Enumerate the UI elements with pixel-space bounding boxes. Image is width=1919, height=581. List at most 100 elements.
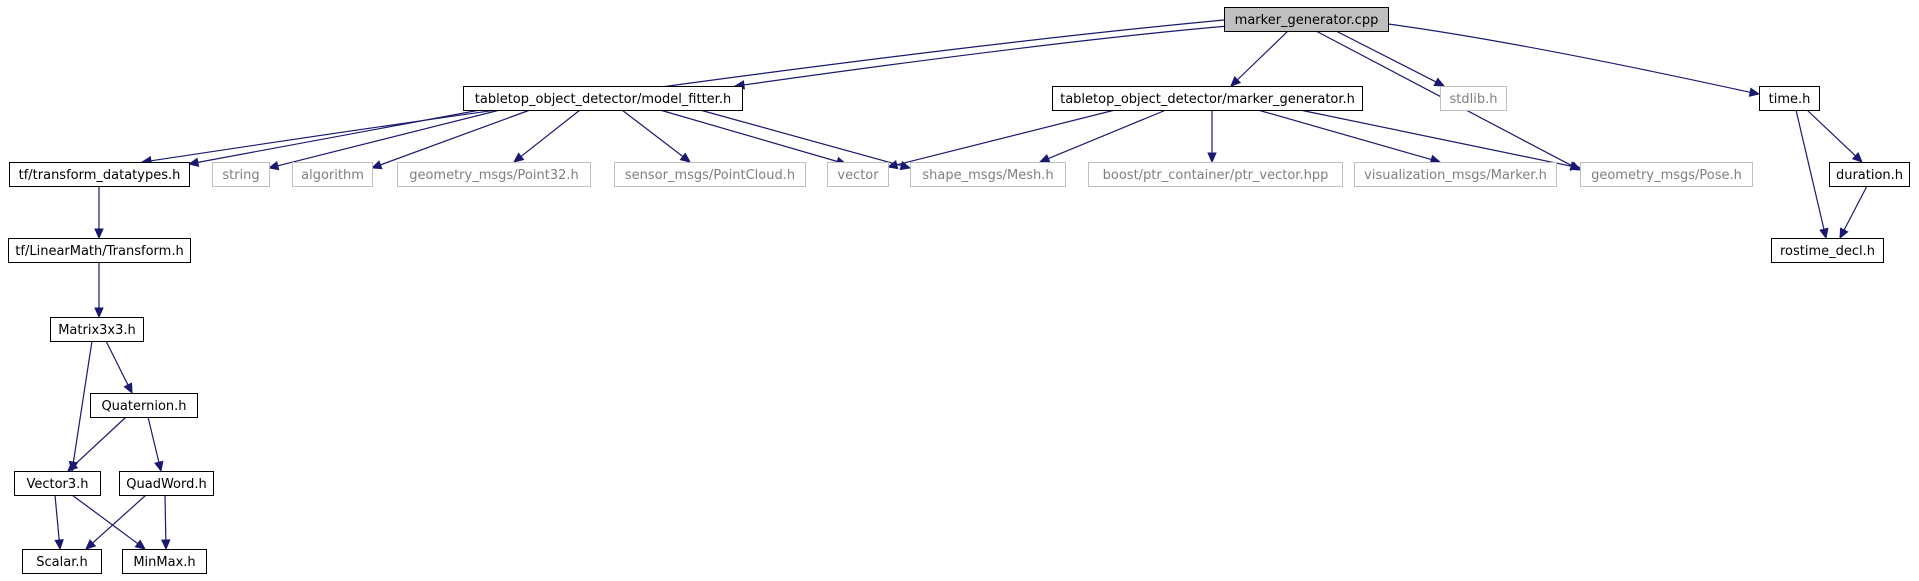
edge-duration-to-rostime_decl [1839, 185, 1868, 240]
edge-linearmath-to-matrix3x3 [94, 262, 104, 319]
node-matrix3x3[interactable]: Matrix3x3.h [50, 317, 144, 342]
node-label: visualization_msgs/Marker.h [1364, 168, 1547, 183]
arrowhead-icon [1851, 152, 1863, 163]
node-label: marker_generator.cpp [1235, 13, 1379, 28]
arrowhead-icon [886, 160, 899, 170]
node-label: shape_msgs/Mesh.h [922, 168, 1053, 183]
edge-root-to-stdlib [1335, 30, 1446, 87]
arrowhead-icon [187, 157, 200, 167]
arrowhead-icon [161, 539, 171, 551]
arrowhead-icon [1819, 227, 1829, 240]
node-point32[interactable]: geometry_msgs/Point32.h [397, 162, 591, 187]
edge-vector3-to-minmax [71, 494, 146, 550]
node-label: stdlib.h [1450, 92, 1498, 107]
node-label: geometry_msgs/Point32.h [409, 168, 579, 183]
arrowhead-icon [134, 539, 146, 550]
node-label: rostime_decl.h [1780, 244, 1875, 259]
edge-root-to-marker_gen_h [1230, 30, 1289, 87]
node-marker-gen-h[interactable]: tabletop_object_detector/marker_generato… [1052, 86, 1363, 111]
arrowhead-icon [267, 161, 280, 171]
dependency-edges [54, 19, 1868, 551]
node-algorithm[interactable]: algorithm [292, 162, 373, 187]
arrowhead-icon [1433, 77, 1446, 87]
node-mesh[interactable]: shape_msgs/Mesh.h [910, 162, 1066, 187]
node-model-fitter[interactable]: tabletop_object_detector/model_fitter.h [463, 86, 743, 111]
edge-model_fitter-to-pointcloud [621, 109, 691, 163]
edge-quaternion-to-vector3 [67, 416, 127, 472]
edge-root-to-time_h [1387, 23, 1761, 97]
dependency-nodes: marker_generator.cpp tabletop_object_dete… [8, 7, 1910, 574]
node-label: Matrix3x3.h [58, 323, 136, 338]
edge-model_fitter-to-vector [659, 109, 848, 166]
edge-tf_transform-to-linearmath [94, 186, 104, 240]
node-tf-transform[interactable]: tf/transform_datatypes.h [9, 162, 190, 187]
arrowhead-icon [67, 461, 79, 472]
arrowhead-icon [1839, 227, 1849, 240]
node-time-h[interactable]: time.h [1759, 86, 1820, 111]
arrowhead-icon [85, 539, 97, 550]
edge-root-to-model_fitter [733, 25, 1229, 90]
arrowhead-icon [154, 460, 164, 473]
node-label: tf/transform_datatypes.h [19, 168, 181, 183]
node-label: Quaternion.h [101, 399, 186, 414]
node-label: MinMax.h [133, 555, 195, 570]
edge-marker_gen_h-to-marker [1257, 109, 1442, 164]
edge-marker_gen_h-to-ptr_vector [1207, 110, 1217, 164]
node-label: geometry_msgs/Pose.h [1591, 168, 1742, 183]
node-linearmath[interactable]: tf/LinearMath/Transform.h [8, 238, 191, 263]
node-root[interactable]: marker_generator.cpp [1224, 7, 1389, 32]
edge-matrix3x3-to-quaternion [105, 340, 133, 395]
node-minmax[interactable]: MinMax.h [122, 549, 207, 574]
arrowhead-icon [1207, 152, 1217, 164]
arrowhead-icon [1748, 87, 1761, 97]
edge-quaternion-to-quadword [147, 416, 164, 473]
arrowhead-icon [370, 160, 383, 170]
edge-time_h-to-rostime_decl [1795, 109, 1829, 240]
arrowhead-icon [513, 152, 525, 163]
node-label: tf/LinearMath/Transform.h [15, 244, 183, 259]
node-vector[interactable]: vector [827, 162, 889, 187]
node-duration[interactable]: duration.h [1829, 162, 1910, 187]
node-label: QuadWord.h [126, 477, 206, 492]
node-label: tabletop_object_detector/model_fitter.h [475, 92, 731, 107]
node-label: string [222, 168, 259, 183]
node-label: tabletop_object_detector/marker_generato… [1060, 92, 1355, 107]
arrowhead-icon [679, 152, 691, 163]
node-ptr-vector[interactable]: boost/ptr_container/ptr_vector.hpp [1088, 162, 1343, 187]
node-pointcloud[interactable]: sensor_msgs/PointCloud.h [614, 162, 806, 187]
edge-model_fitter-to-string [267, 109, 501, 171]
edge-model_fitter-to-point32 [513, 109, 581, 163]
node-stdlib[interactable]: stdlib.h [1440, 86, 1507, 111]
arrowhead-icon [1038, 153, 1051, 163]
edge-vector3-to-scalar [54, 494, 64, 551]
edge-time_h-to-duration [1806, 109, 1863, 163]
node-label: sensor_msgs/PointCloud.h [625, 168, 795, 183]
edge-model_fitter-to-mesh [699, 109, 912, 171]
node-marker[interactable]: visualization_msgs/Marker.h [1354, 162, 1557, 187]
node-label: duration.h [1836, 168, 1903, 183]
arrowhead-icon [1569, 161, 1582, 171]
node-string[interactable]: string [212, 162, 270, 187]
node-rostime-decl[interactable]: rostime_decl.h [1771, 238, 1884, 263]
edge-quadword-to-minmax [161, 494, 171, 551]
node-label: algorithm [301, 168, 364, 183]
node-vector3[interactable]: Vector3.h [14, 471, 101, 496]
edge-model_fitter-to-tf_transform [187, 109, 481, 167]
node-quaternion[interactable]: Quaternion.h [90, 393, 198, 418]
edge-marker_gen_h-to-vector [886, 109, 1116, 170]
node-scalar[interactable]: Scalar.h [22, 549, 102, 574]
node-label: vector [837, 168, 879, 183]
node-label: time.h [1769, 92, 1811, 107]
arrowhead-icon [123, 382, 133, 395]
node-label: Vector3.h [26, 477, 88, 492]
arrowhead-icon [54, 539, 64, 551]
arrowhead-icon [94, 307, 104, 319]
node-pose[interactable]: geometry_msgs/Pose.h [1580, 162, 1753, 187]
node-quadword[interactable]: QuadWord.h [119, 471, 214, 496]
arrowhead-icon [94, 228, 104, 240]
node-label: Scalar.h [36, 555, 87, 570]
edge-model_fitter-to-algorithm [370, 109, 531, 170]
node-label: boost/ptr_container/ptr_vector.hpp [1103, 168, 1329, 183]
edge-quadword-to-scalar [85, 494, 147, 550]
